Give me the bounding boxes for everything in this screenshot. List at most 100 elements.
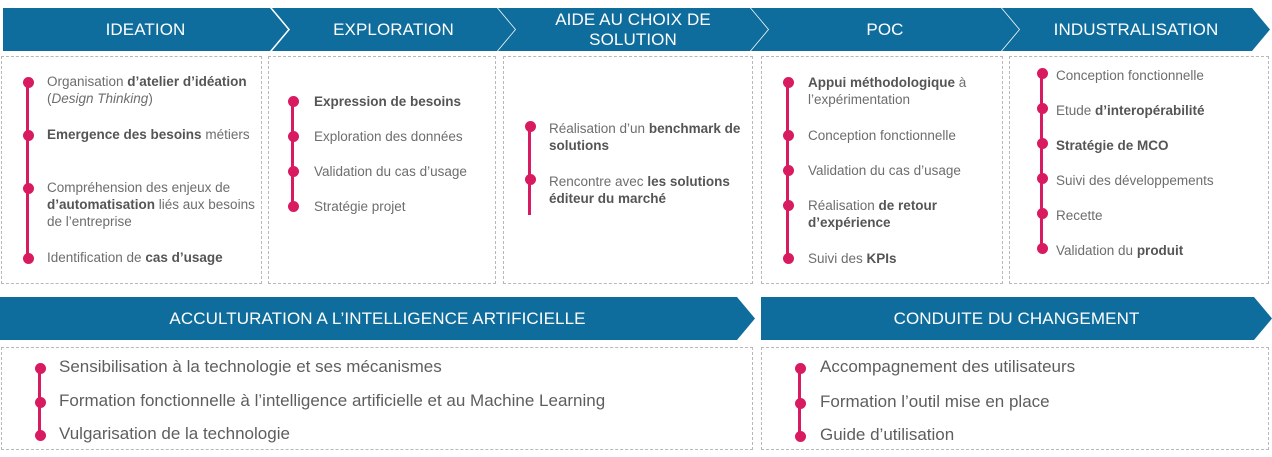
ideation-timeline (26, 82, 29, 260)
item-text: liés aux besoins de l’entreprise (47, 197, 255, 229)
bullet-dot (1037, 172, 1048, 184)
list-item: Stratégie de MCO (1056, 137, 1262, 154)
list-item: Validation du produit (1056, 242, 1262, 259)
item-text: Exploration des données (314, 129, 463, 144)
item-emphasis: Stratégie de MCO (1056, 138, 1169, 153)
item-emphasis: benchmark de solutions (549, 121, 741, 153)
item-emphasis: d’interopérabilité (1095, 103, 1205, 118)
poc-box: Appui méthodologique à l’expérimentation… (761, 56, 1003, 284)
bullet-dot (795, 362, 806, 374)
phase-poc: POC (751, 8, 1019, 51)
phase-ideation: IDEATION (3, 8, 288, 51)
phase-poc-title: POC (866, 19, 904, 39)
list-item: Recette (1056, 207, 1262, 224)
list-item: Emergence des besoins métiers (47, 126, 255, 143)
bullet-dot (23, 252, 34, 264)
item-text: Stratégie projet (314, 199, 406, 214)
item-emphasis: Emergence des besoins (47, 127, 202, 142)
phase-ideation-title: IDEATION (105, 19, 186, 39)
item-text: Réalisation (808, 198, 879, 213)
ideation-box: Organisation d’atelier d’idéation (Desig… (1, 56, 262, 284)
list-item: Formation l’outil mise en place (820, 392, 1050, 411)
list-item: Appui méthodologique à l’expérimentation (808, 74, 996, 108)
item-text: Recette (1056, 208, 1103, 223)
bullet-dot (23, 182, 34, 194)
item-text: Validation du cas d’usage (314, 164, 467, 179)
conduite-title: CONDUITE DU CHANGEMENT (893, 308, 1140, 328)
poc-list: Appui méthodologique à l’expérimentation… (762, 57, 1002, 283)
acculturation-banner: ACCULTURATION A L’INTELLIGENCE ARTIFICIE… (0, 297, 755, 340)
item-text: Organisation (47, 74, 128, 89)
aide-choix-timeline (528, 123, 531, 215)
item-text: Conception fonctionnelle (1056, 68, 1204, 83)
acculturation-title: ACCULTURATION A L’INTELLIGENCE ARTIFICIE… (169, 308, 586, 328)
ideation-list: Organisation d’atelier d’idéation (Desig… (2, 57, 261, 283)
bullet-dot (525, 120, 536, 132)
item-emphasis: d’automatisation (47, 197, 156, 212)
item-emphasis: cas d’usage (145, 250, 223, 265)
bullet-dot (783, 164, 794, 176)
item-emphasis: Appui méthodologique (808, 75, 955, 90)
bullet-dot (783, 252, 794, 264)
phase-industrialisation-title: INDUSTRALISATION (1053, 19, 1219, 39)
list-item: Formation fonctionnelle à l’intelligence… (59, 391, 606, 410)
item-text: Rencontre avec (549, 174, 648, 189)
item-text: Suivi des (808, 251, 867, 266)
list-item: Conception fonctionnelle (1056, 67, 1262, 84)
bullet-dot (1037, 242, 1048, 254)
bullet-dot (35, 362, 46, 374)
list-item: Conception fonctionnelle (808, 127, 996, 144)
item-text: Identification de (47, 250, 146, 265)
industrialisation-timeline (1040, 75, 1043, 251)
list-item: Validation du cas d’usage (808, 162, 996, 179)
bullet-dot (288, 130, 299, 142)
list-item: Sensibilisation à la technologie et ses … (59, 357, 442, 376)
phase-aide-choix-title: AIDE AU CHOIX DE SOLUTION (555, 9, 711, 49)
item-text: Réalisation d’un (549, 121, 649, 136)
list-item: Accompagnement des utilisateurs (820, 357, 1076, 376)
item-emphasis: Expression de besoins (314, 94, 462, 109)
item-emphasis: KPIs (866, 251, 897, 266)
list-item: Exploration des données (314, 128, 489, 145)
item-text: Suivi des développements (1056, 173, 1214, 188)
exploration-timeline (291, 100, 294, 208)
bullet-dot (795, 430, 806, 442)
bullet-dot (1037, 207, 1048, 219)
bullet-dot (35, 429, 46, 441)
bullet-dot (288, 95, 299, 107)
list-item: Suivi des KPIs (808, 250, 996, 267)
item-text: Conception fonctionnelle (808, 128, 956, 143)
list-item: Guide d’utilisation (820, 425, 955, 444)
list-item: Organisation d’atelier d’idéation (Desig… (47, 73, 255, 107)
list-item: Rencontre avec les solutions éditeur du … (549, 173, 746, 207)
bullet-dot (783, 199, 794, 211)
list-item: Vulgarisation de la technologie (59, 424, 290, 443)
list-item: Réalisation d’un benchmark de solutions (549, 120, 746, 154)
bullet-dot (525, 173, 536, 185)
acculturation-list: Sensibilisation à la technologie et ses … (2, 348, 752, 449)
item-text: à l’expérimentation (808, 75, 967, 107)
item-emphasis: d’atelier d’idéation (127, 74, 247, 89)
bullet-dot (288, 200, 299, 212)
list-item: Validation du cas d’usage (314, 163, 489, 180)
phase-exploration-title: EXPLORATION (333, 19, 454, 39)
conduite-banner: CONDUITE DU CHANGEMENT (761, 297, 1272, 340)
item-text: métiers (201, 127, 250, 142)
phase-aide-choix: AIDE AU CHOIX DE SOLUTION (498, 8, 768, 51)
bullet-dot (1037, 102, 1048, 114)
item-text: Validation du cas d’usage (808, 163, 961, 178)
list-item: Expression de besoins (314, 93, 489, 110)
bullet-dot (23, 129, 34, 141)
bullet-dot (1037, 137, 1048, 149)
item-text: ( (47, 91, 52, 106)
item-emphasis: les solutions éditeur du marché (549, 174, 730, 206)
list-item: Etude d’interopérabilité (1056, 102, 1262, 119)
item-emphasis: de retour d’expérience (808, 198, 938, 230)
